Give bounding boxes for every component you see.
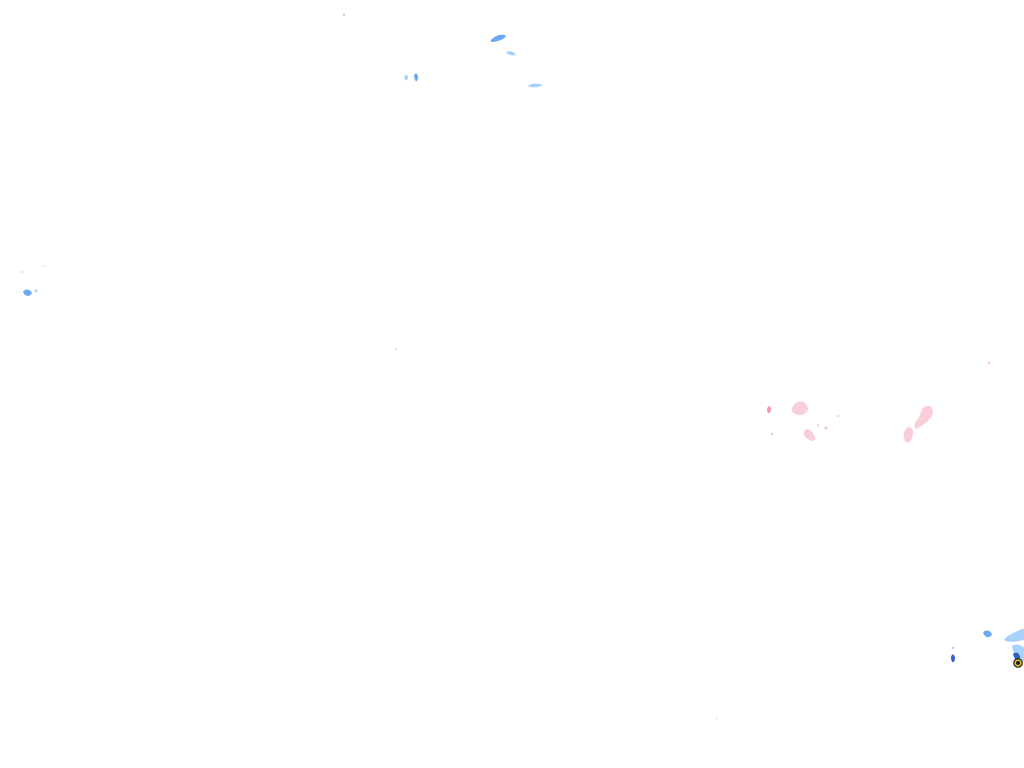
pink-speck — [824, 426, 828, 430]
pink-cluster-right — [903, 405, 933, 443]
pink-blob — [903, 427, 914, 443]
blue-blob — [414, 73, 418, 82]
map-pin-core — [1016, 661, 1020, 665]
location-marker[interactable] — [1013, 658, 1023, 668]
gray-speck — [394, 347, 398, 351]
blue-blob — [528, 83, 543, 88]
gray-speck — [716, 717, 718, 719]
pink-blob — [791, 401, 809, 415]
blue-speck — [342, 13, 346, 17]
faint-specks — [394, 347, 991, 719]
pink-speck — [816, 423, 820, 427]
blue-speck — [951, 646, 955, 650]
blue-speck — [43, 265, 45, 267]
pink-blob — [767, 406, 771, 414]
blue-cluster-bottom-right — [951, 629, 1024, 663]
blue-speck — [34, 289, 38, 293]
blue-cluster-left — [21, 265, 45, 296]
pink-speck — [836, 414, 840, 418]
blue-blob — [983, 630, 992, 638]
blue-speck — [21, 271, 23, 273]
blue-cluster-top — [342, 13, 543, 88]
blue-blob — [404, 74, 408, 81]
blue-blob — [491, 34, 506, 42]
blue-blob — [1004, 629, 1024, 643]
pink-speck — [770, 432, 774, 436]
blue-blob — [951, 654, 955, 663]
blue-blob — [23, 289, 32, 296]
pink-blob — [914, 405, 933, 429]
blue-blob — [506, 51, 516, 56]
pink-speck — [987, 361, 991, 365]
pink-blob — [803, 429, 816, 441]
pink-cluster-center-right — [767, 401, 840, 441]
